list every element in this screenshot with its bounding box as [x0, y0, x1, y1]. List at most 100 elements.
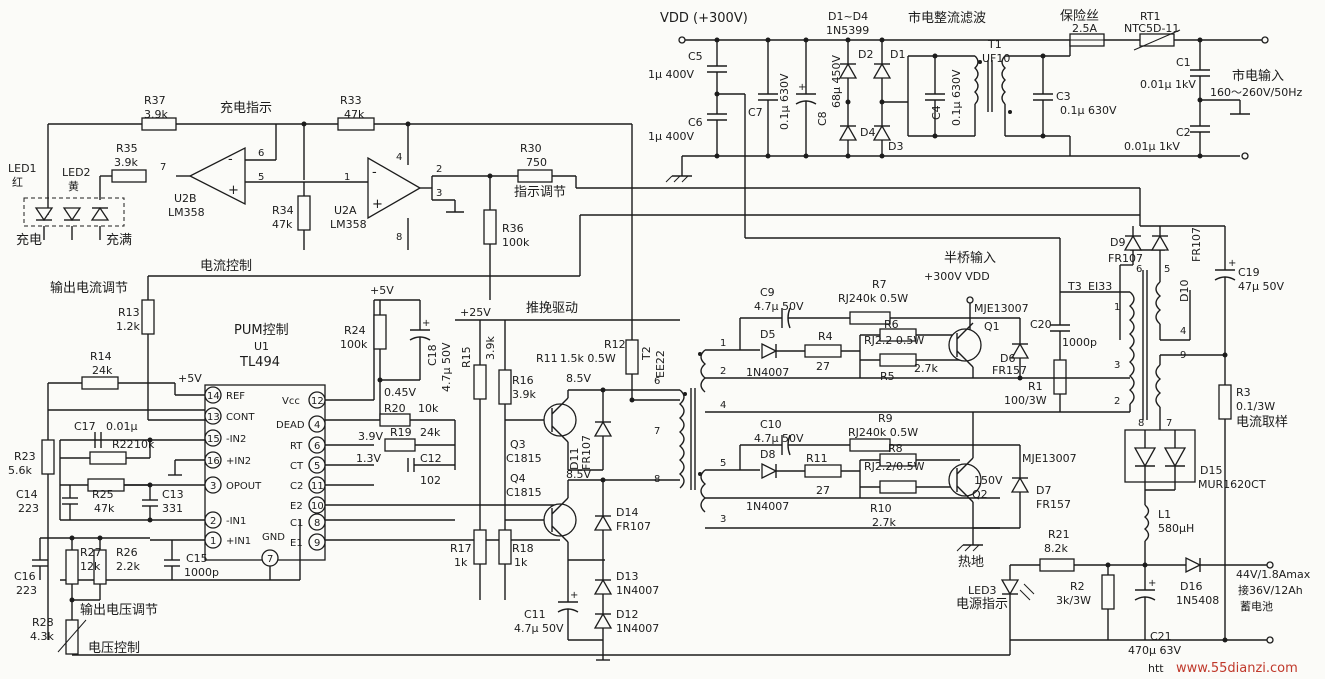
- c3-label: C3: [1056, 90, 1071, 103]
- r5-value: 2.7k: [914, 362, 938, 375]
- t2-pin-6: 6: [654, 376, 660, 387]
- c7-value: 0.1μ 630V: [778, 73, 791, 130]
- r35-value: 3.9k: [114, 156, 138, 169]
- c21-label: C21: [1150, 630, 1172, 643]
- d1d4-part-label: 1N5399: [826, 24, 869, 37]
- r17-value: 1k: [454, 556, 468, 569]
- r20-label: R20: [384, 402, 406, 415]
- u1-pin-2: 2: [210, 516, 216, 527]
- l1-value: 580μH: [1158, 522, 1194, 535]
- r2-value: 3k/3W: [1056, 594, 1091, 607]
- mains-range: 160～260V/50Hz: [1210, 86, 1302, 99]
- r8-value: RJ2.2/0.5W: [864, 460, 925, 473]
- d7-part: FR157: [1036, 498, 1071, 511]
- t3-pin-8: 8: [1138, 418, 1144, 429]
- c9-label: C9: [760, 286, 775, 299]
- v39-label: 3.9V: [358, 430, 383, 443]
- t2-pin-5: 5: [720, 458, 726, 469]
- u1-pin-4: 4: [314, 420, 320, 431]
- c4-value: 0.1μ 630V: [950, 69, 963, 126]
- output-battery-label-2: 蓄电池: [1240, 600, 1273, 613]
- svg-text:+: +: [1148, 578, 1156, 589]
- t3-pin-6: 6: [1136, 264, 1142, 275]
- u1-left-pins: 14 REF 13 CONT 15 -IN2 16 +IN2 3 OPOUT 2…: [204, 386, 262, 549]
- r28-value: 4.3k: [30, 630, 54, 643]
- c6-value: 1μ 400V: [648, 130, 694, 143]
- svg-text:+: +: [798, 82, 806, 93]
- labels: VDD (+300V) D1~D4 1N5399 市电整流滤波 保险丝 2.5A…: [8, 9, 1311, 676]
- d15-part: MUR1620CT: [1198, 478, 1266, 491]
- u2b-pin-7: 7: [160, 162, 166, 173]
- t2-pin-3: 3: [720, 514, 726, 525]
- t3-pin-2: 2: [1114, 396, 1120, 407]
- mains-label: 市电输入: [1232, 68, 1284, 84]
- u1-label: U1: [254, 340, 269, 353]
- v5b-label: +5V: [370, 284, 394, 297]
- rt1-label: RT1: [1140, 10, 1161, 23]
- r13-label: R13: [118, 306, 140, 319]
- d5-label: D5: [760, 328, 775, 341]
- c9-value: 4.7μ 50V: [754, 300, 804, 313]
- svg-text:+: +: [228, 183, 239, 198]
- mains-section: +: [665, 29, 1269, 292]
- d6-label: D6: [1000, 352, 1015, 365]
- u1-chip: [204, 384, 326, 561]
- r1-value: 100/3W: [1004, 394, 1047, 407]
- q3-label: Q3: [510, 438, 526, 451]
- d9-part: FR107: [1108, 252, 1143, 265]
- r1-label: R1: [1028, 380, 1043, 393]
- u2a-pin-3: 3: [436, 188, 442, 199]
- d5-part: 1N4007: [746, 366, 789, 379]
- d14-label: D14: [616, 506, 638, 519]
- r25-value: 47k: [94, 502, 115, 515]
- v85a-label: 8.5V: [566, 372, 591, 385]
- v5a-label: +5V: [178, 372, 202, 385]
- r4-label: R4: [818, 330, 833, 343]
- u1-pin-12: 12: [311, 396, 324, 407]
- t3-pin-3: 3: [1114, 360, 1120, 371]
- u1-pin-6: 6: [314, 441, 320, 452]
- u1-pin-7: 7: [267, 554, 273, 565]
- c16-value: 223: [16, 584, 37, 597]
- r23-value: 5.6k: [8, 464, 32, 477]
- t2-pin-2: 2: [720, 366, 726, 377]
- u1-pin-13-name: CONT: [226, 412, 255, 423]
- u1-pin-9-name: E1: [290, 538, 303, 549]
- c2-label: C2: [1176, 126, 1191, 139]
- pushpull-section: +: [455, 319, 707, 661]
- d15-label: D15: [1200, 464, 1222, 477]
- c15-value: 1000p: [184, 566, 219, 579]
- r16-label: R16: [512, 374, 534, 387]
- charge-indicator-label: 充电指示: [220, 100, 272, 116]
- c3-value: 0.1μ 630V: [1060, 104, 1117, 117]
- u1-pin-5-name: CT: [290, 461, 304, 472]
- indicator-adjust-label: 指示调节: [514, 185, 566, 200]
- r9-value: RJ240k 0.5W: [848, 426, 918, 439]
- c13-value: 331: [162, 502, 183, 515]
- u1-pin-9: 9: [314, 538, 320, 549]
- pin-labels: 14 REF 13 CONT 15 -IN2 16 +IN2 3 OPOUT 2…: [160, 148, 1186, 567]
- r11-value: 1.5k 0.5W: [560, 352, 616, 365]
- t2-value: EE22: [654, 350, 667, 378]
- d16-label: D16: [1180, 580, 1202, 593]
- c13-label: C13: [162, 488, 184, 501]
- d7-label: D7: [1036, 484, 1051, 497]
- voltage-feedback: [32, 535, 180, 655]
- voltage-control-label: 电压控制: [88, 641, 140, 656]
- r11b-label: R11: [806, 452, 828, 465]
- r34-value: 47k: [272, 218, 293, 231]
- v25-label: +25V: [460, 306, 491, 319]
- c1-value: 0.01μ 1kV: [1140, 78, 1196, 91]
- c20-value: 1000p: [1062, 336, 1097, 349]
- current-control-label: 电流控制: [200, 259, 252, 274]
- u1-pin-16-name: +IN2: [226, 456, 251, 467]
- rt1-value: NTC5D-11: [1124, 22, 1179, 35]
- r26-label: R26: [116, 546, 138, 559]
- hot-ground-label: 热地: [958, 555, 984, 570]
- t2-pin-7: 7: [654, 426, 660, 437]
- u1-pin-14: 14: [207, 391, 220, 402]
- u1-pin-11: 11: [311, 481, 324, 492]
- t3-pin-1: 1: [1114, 302, 1120, 313]
- fuse-label: 保险丝: [1060, 9, 1099, 24]
- r6-label: R6: [884, 318, 899, 331]
